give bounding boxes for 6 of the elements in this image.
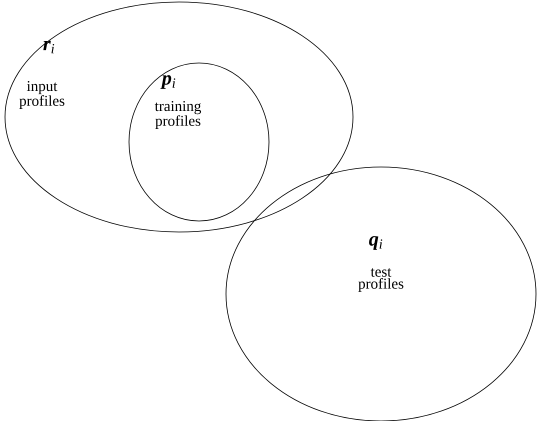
node-label: input profiles <box>19 81 64 109</box>
variable-symbol: p$_{i}$ <box>160 75 176 89</box>
node-label: test profiles <box>358 268 404 292</box>
variable-symbol: r$_{i}$ <box>43 40 54 54</box>
node-label: training profiles <box>154 101 202 129</box>
variable-symbol: q$_{i}$ <box>369 236 382 250</box>
